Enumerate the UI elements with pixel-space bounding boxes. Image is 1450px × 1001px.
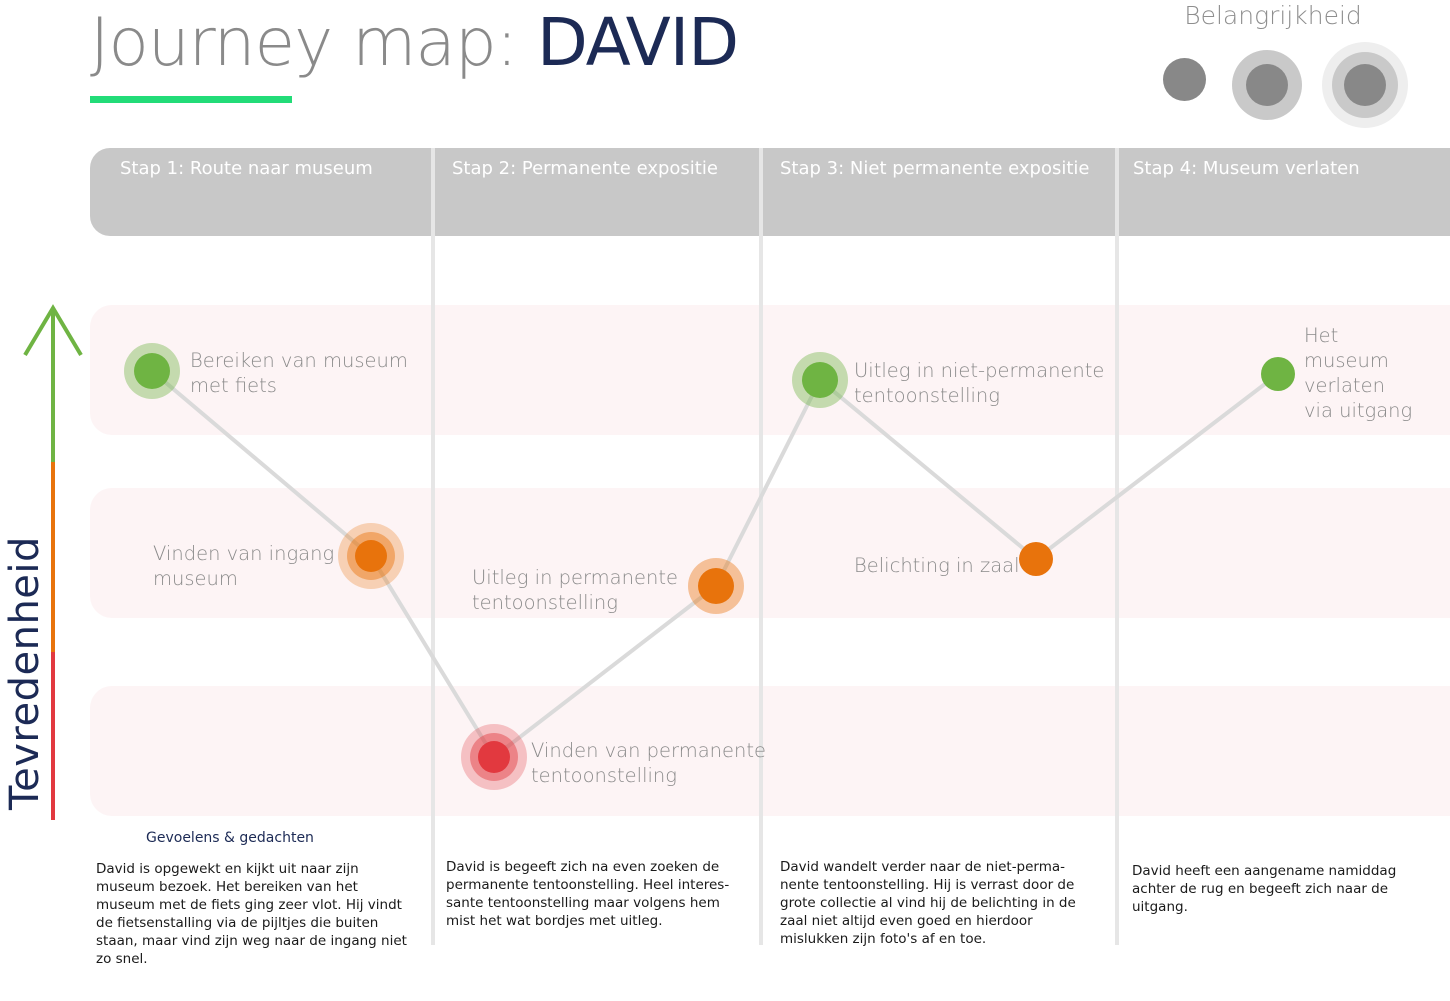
description-step-4: David heeft een aangename namiddag achte…: [1132, 862, 1396, 916]
description-line: permanente tentoonstelling. Heel interes…: [446, 877, 730, 893]
step-1-label: Stap 1: Route naar museum: [120, 158, 373, 179]
description-step-3: David wandelt verder naar de niet-perma-…: [780, 858, 1076, 948]
description-line: sante tentoonstelling maar volgens hem: [446, 895, 720, 911]
point-label-line: museum: [1304, 349, 1389, 372]
point-label-line: Belichting in zaal: [854, 554, 1020, 577]
point-label-3: Vinden van permanente tentoonstelling: [531, 738, 766, 788]
journey-point-core: [1261, 357, 1295, 391]
journey-point-1: [124, 343, 180, 399]
journey-point-core: [802, 362, 838, 398]
journey-point-core: [355, 540, 387, 572]
description-line: David is opgewekt en kijkt uit naar zijn: [96, 861, 359, 877]
step-3-label: Stap 3: Niet permanente expositie: [780, 158, 1090, 179]
description-line: nente tentoonstelling. Hij is verrast do…: [780, 877, 1075, 893]
steps-bar: [90, 148, 1450, 236]
description-line: David wandelt verder naar de niet-perma-: [780, 859, 1066, 875]
title-underline: [90, 96, 292, 103]
journey-point-core: [1019, 542, 1053, 576]
point-label-6: Belichting in zaal: [854, 553, 1020, 578]
legend-importance-medium: [1232, 50, 1302, 120]
point-label-line: Het: [1304, 324, 1339, 347]
legend-importance-low: [1163, 58, 1206, 101]
point-label-line: Vinden van ingang: [153, 542, 335, 565]
description-line: de fietsenstalling via de pijltjes die b…: [96, 915, 379, 931]
point-label-2: Vinden van ingang museum: [153, 541, 334, 591]
description-step-2: David is begeeft zich na even zoeken de …: [446, 858, 729, 930]
legend-importance-high-ring: [1332, 52, 1398, 118]
point-label-7: Het museum verlaten via uitgang: [1304, 323, 1412, 423]
point-label-line: tentoonstelling: [854, 384, 1000, 407]
point-label-line: Vinden van permanente: [531, 739, 767, 762]
journey-point-7: [1261, 357, 1295, 391]
description-line: staan, maar vind zijn weg naar de ingang…: [96, 933, 407, 949]
legend-title: Belangrijkheid: [1184, 1, 1362, 30]
point-label-line: tentoonstelling: [472, 591, 618, 614]
description-line: zaal niet altijd even goed en hierdoor: [780, 913, 1033, 929]
description-line: mislukken zijn foto's af en toe.: [780, 931, 987, 947]
description-line: museum bezoek. Het bereiken van het: [96, 879, 358, 895]
satisfaction-axis: [23, 304, 83, 820]
legend-importance-medium-core: [1246, 64, 1288, 106]
step-divider-2: [759, 148, 763, 945]
journey-points: [124, 343, 1295, 790]
description-line: mist het wat bordjes met uitleg.: [446, 913, 663, 929]
point-label-line: museum: [153, 567, 238, 590]
page-title: Journey map: DAVID: [90, 0, 739, 88]
step-divider-3: [1115, 148, 1119, 945]
journey-point-core: [134, 353, 170, 389]
point-label-line: met fiets: [190, 374, 277, 397]
point-label-5: Uitleg in niet-permanente tentoonstellin…: [854, 358, 1104, 408]
journey-point-6: [1019, 542, 1053, 576]
journey-point-3: [461, 724, 527, 790]
point-label-line: Bereiken van museum: [190, 349, 408, 372]
journey-point-core: [478, 741, 510, 773]
feelings-heading: Gevoelens & gedachten: [146, 830, 314, 846]
journey-point-2: [338, 523, 404, 589]
point-label-line: via uitgang: [1304, 399, 1413, 422]
description-line: museum met de fiets ging zeer vlot. Hij …: [96, 897, 402, 913]
point-label-line: Uitleg in niet-permanente: [854, 359, 1105, 382]
point-label-line: Uitleg in permanente: [472, 566, 678, 589]
legend-importance-high-core: [1344, 64, 1386, 106]
journey-point-5: [792, 352, 848, 408]
step-divider-1: [431, 148, 435, 945]
journey-point-core: [698, 568, 734, 604]
step-4-label: Stap 4: Museum verlaten: [1133, 158, 1360, 179]
description-line: uitgang.: [1132, 899, 1188, 915]
description-line: David is begeeft zich na even zoeken de: [446, 859, 720, 875]
point-label-line: tentoonstelling: [531, 764, 677, 787]
persona-name: DAVID: [536, 4, 739, 81]
description-line: zo snel.: [96, 951, 148, 967]
point-label-line: verlaten: [1304, 374, 1385, 397]
description-line: achter de rug en begeeft zich naar de: [1132, 881, 1389, 897]
description-line: grote collectie al vind hij de belichtin…: [780, 895, 1076, 911]
point-label-4: Uitleg in permanente tentoonstelling: [472, 565, 678, 615]
journey-point-4: [688, 558, 744, 614]
point-label-1: Bereiken van museum met fiets: [190, 348, 408, 398]
arrow-up-icon: [23, 304, 83, 357]
description-step-1: David is opgewekt en kijkt uit naar zijn…: [96, 860, 407, 968]
description-line: David heeft een aangename namiddag: [1132, 863, 1397, 879]
step-2-label: Stap 2: Permanente expositie: [452, 158, 718, 179]
band-unsatisfied: [90, 686, 1450, 816]
legend-importance-high: [1322, 42, 1408, 128]
title-prefix: Journey map:: [90, 4, 537, 81]
